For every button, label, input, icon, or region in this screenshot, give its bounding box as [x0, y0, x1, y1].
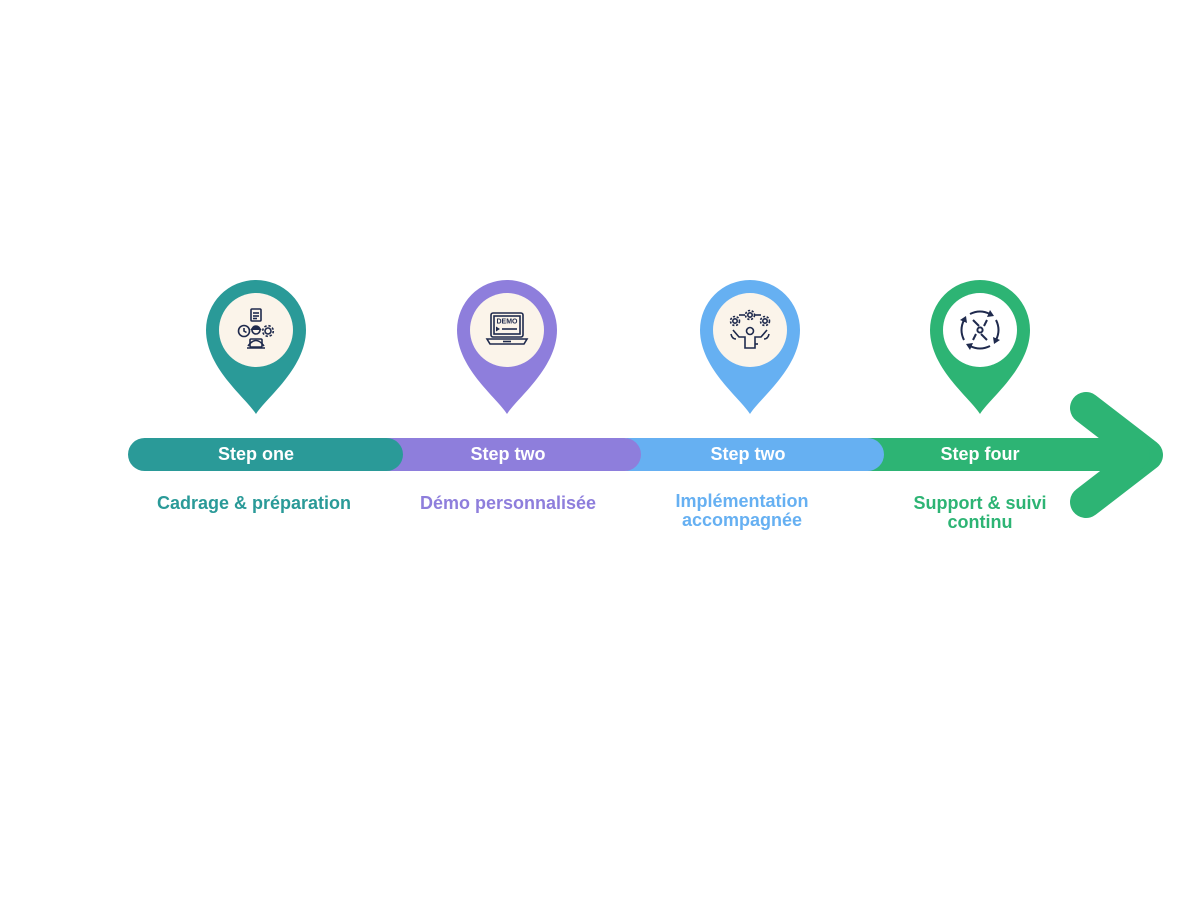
- svg-text:DEMO: DEMO: [497, 319, 519, 326]
- step-3-description: Implémentation accompagnée: [675, 491, 809, 530]
- step-2-description: Démo personnalisée: [419, 493, 597, 513]
- step-2-label: Step two: [470, 444, 546, 464]
- person-juggling-gears-icon: [713, 293, 787, 367]
- step-1-description: Cadrage & préparation: [156, 493, 352, 513]
- step-3-bar: [611, 438, 884, 471]
- laptop-demo-icon: DEMO: [470, 293, 544, 367]
- step-3-pin: [700, 280, 800, 416]
- step-2-bar: [371, 438, 641, 471]
- step-1-bar: [128, 438, 403, 471]
- step-3-label: Step two: [710, 444, 786, 464]
- step-4-bar: [840, 438, 1150, 471]
- step-1-pin: [206, 280, 306, 416]
- person-laptop-clock-gear-icon: [219, 293, 293, 367]
- step-4-label: Step four: [940, 444, 1020, 464]
- step-4-pin: [930, 280, 1030, 416]
- step-1-label: Step one: [217, 444, 294, 464]
- cycle-arrows-icon: [943, 293, 1017, 367]
- step-4-description: Support & suivi continu: [913, 493, 1047, 532]
- step-2-pin: DEMO: [457, 280, 557, 416]
